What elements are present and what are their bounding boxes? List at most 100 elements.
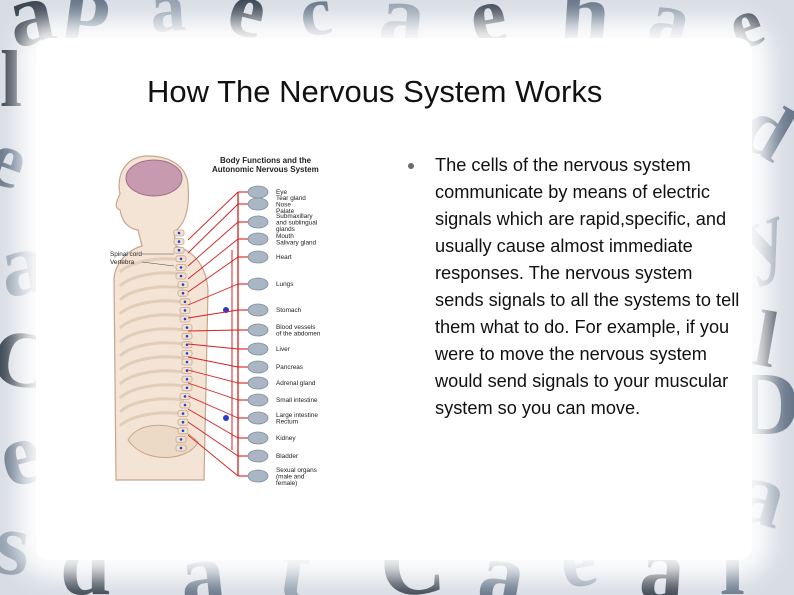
diagram-title-line1: Body Functions and the [220,156,312,165]
organ-label-line: of the abdomen [276,330,321,337]
spinal-nerve-dot [181,429,185,433]
organ-icon [247,411,269,425]
organ-label-line: Rectum [276,418,298,425]
organ-icon [247,360,269,374]
organ-label-line: Nose [276,201,291,208]
body-outline [113,155,209,481]
nerve-branch [187,369,239,384]
rib [118,397,185,414]
rib [118,411,185,428]
background-letter: s [0,493,36,595]
organ-icon [247,277,269,291]
organ-label-line: Heart [276,254,292,261]
spinal-nerve-dot [181,412,185,415]
organ-label-line: Lungs [276,281,293,288]
nerve-branch [187,238,239,280]
organ-label: Eye [276,189,287,196]
organ-label-line: Tear gland [276,195,306,202]
rib [118,355,185,372]
bullet-marker [408,163,414,169]
label-leader [141,261,175,267]
nerve-branch [187,221,239,267]
nerve-branch [187,408,239,439]
spinal-nerve-dot [179,257,183,261]
nervous-system-diagram: Body Functions and the Autonomic Nervous… [110,155,321,487]
spinal-nerve-dot [179,438,183,441]
organ-icon [247,215,269,229]
rib [118,285,185,302]
organ-label-line: Liver [276,346,291,353]
spinal-nerve-dot [185,334,189,338]
nerve-branch [187,203,239,254]
organ-icon [247,185,269,199]
rib [118,313,185,330]
nerve-branch [187,343,239,350]
organ-label-line: Pancreas [276,364,303,371]
organ-label: Heart [276,254,292,261]
organ-icon [247,250,269,264]
spinal-nerve-dot [181,291,185,295]
spinal-nerve-dot [185,343,189,347]
nerve-branch [187,256,239,293]
nerve-branch [187,421,239,457]
brain-shape [125,159,183,197]
spinal-nerve-dot [185,386,189,390]
organ-icon [247,393,269,407]
rib [118,327,185,344]
nerve-lines [187,191,248,477]
nerve-branch [187,329,239,332]
organ-icon [247,449,269,463]
spinal-nerve-dot [179,266,183,269]
spinal-nerve-dot [177,231,181,235]
diagram-title-line2: Autonomic Nervous System [212,165,319,174]
organ-icon [247,303,269,317]
nerve-branch [187,356,239,368]
organ-label-line: Bladder [276,453,299,460]
nerve-branch [187,395,239,419]
spinal-nerve-dot [185,352,189,355]
organ-label-line: Large intestine [276,412,318,419]
organ-icon [247,376,269,390]
organ-label-line: Blood vessels [276,324,315,331]
organ-label: Small intestine [276,397,318,404]
rib [118,383,185,400]
spinal-nerve-dot [185,360,189,364]
rib [118,299,185,316]
organ-label-line: Palate [276,208,295,215]
spinal-nerve-dot [183,317,187,321]
organ-label-line: Eye [276,189,287,196]
organ-label-line: Adrenal gland [276,380,316,387]
spinal-nerve-dot [183,309,187,312]
nerve-branch [187,191,239,241]
organ-label-line: female) [276,480,297,487]
left-label: Vertebra [110,259,135,266]
ganglion-dot [223,415,229,421]
slide-title: How The Nervous System Works [147,74,603,109]
organ-label: Kidney [276,435,296,442]
organ-label-line: Small intestine [276,397,318,404]
organ-label-line: Submaxillary [276,213,313,220]
organ-label: Adrenal gland [276,380,316,387]
organ-label-line: Salivary gland [276,239,317,246]
spinal-nerve-dot [181,420,185,424]
organ-label-line: Kidney [276,435,296,442]
spinal-nerve-dot [179,274,183,278]
spinal-nerve-dot [177,248,181,252]
spinal-nerve-dot [181,283,185,286]
organ-icon [247,431,269,445]
spinal-nerve-dot [185,326,189,329]
spinal-nerve-dot [183,300,187,304]
spinal-nerve-dot [185,377,189,381]
nerve-branch [187,309,239,319]
organ-label: Bladder [276,453,299,460]
organ-label-line: glands [276,226,295,233]
organ-label: Pancreas [276,364,303,371]
organ-label: Liver [276,346,291,353]
